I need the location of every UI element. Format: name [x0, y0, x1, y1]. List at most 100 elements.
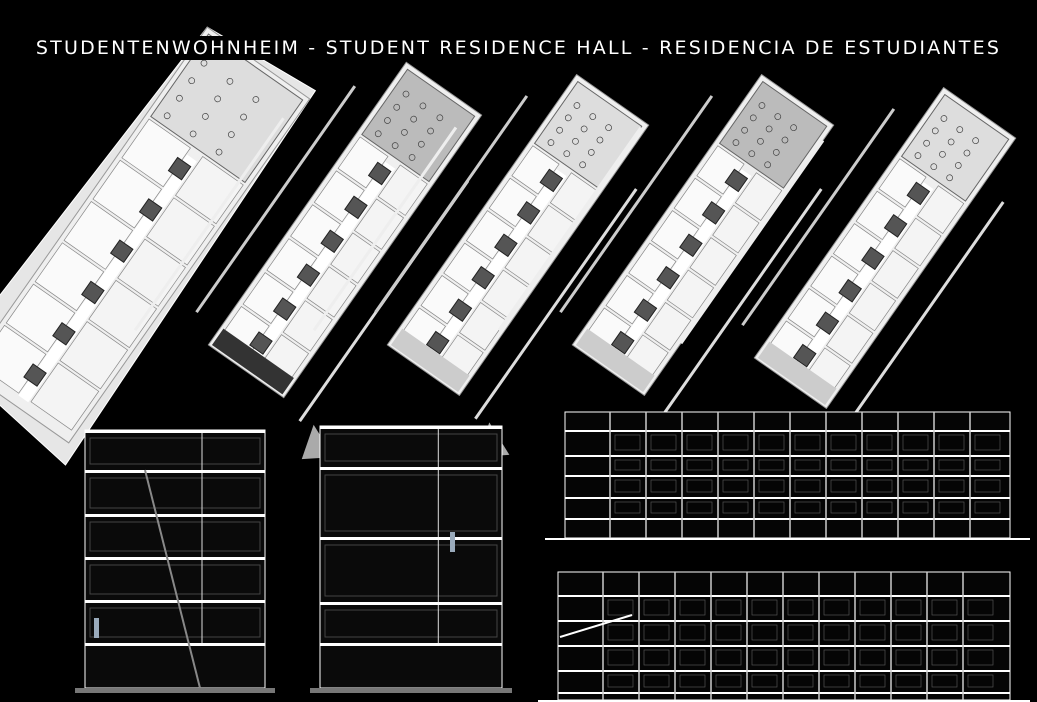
window [722, 434, 749, 451]
table [956, 126, 964, 133]
table [947, 138, 955, 146]
window [643, 624, 670, 641]
stair-core [656, 265, 681, 290]
room [282, 300, 333, 352]
table [384, 117, 391, 124]
entrance [757, 341, 837, 406]
floor-line [565, 430, 1010, 432]
window [614, 479, 641, 493]
window [866, 459, 893, 471]
room [330, 232, 381, 284]
window [686, 459, 713, 471]
window [859, 674, 886, 688]
window [787, 624, 814, 641]
floor-slab [320, 602, 502, 605]
section-long [538, 571, 1030, 702]
window [715, 624, 742, 641]
stair-core [815, 311, 840, 336]
window [679, 624, 706, 641]
room-section [324, 433, 498, 462]
ground-line [545, 538, 1030, 540]
floor-line [558, 620, 1010, 622]
ground-line [310, 688, 512, 693]
adjacent-building-line [679, 139, 825, 345]
floor-slab [320, 426, 502, 429]
stair-core [296, 263, 321, 288]
stair-core [249, 331, 273, 355]
window [830, 479, 857, 493]
table [556, 126, 563, 134]
window [614, 434, 641, 451]
window [902, 479, 929, 493]
room [644, 302, 692, 351]
floor-slab [85, 514, 265, 517]
site-line [559, 95, 714, 314]
room [59, 321, 129, 390]
window [715, 599, 742, 616]
stair-core [109, 239, 134, 264]
stair-core [539, 168, 564, 193]
window [722, 479, 749, 493]
window [967, 649, 994, 666]
floor-slab [85, 430, 265, 433]
table [240, 113, 247, 121]
table [573, 102, 581, 109]
table [227, 131, 235, 138]
window [758, 434, 785, 451]
floor-line [558, 595, 1010, 597]
table [596, 136, 604, 144]
window [931, 624, 958, 641]
table [393, 103, 401, 111]
floor-slab [85, 470, 265, 473]
window [758, 479, 785, 493]
stair-core [167, 156, 192, 181]
window [902, 434, 929, 451]
section-outline [319, 425, 503, 689]
stair-core [320, 229, 345, 254]
table [580, 125, 588, 133]
window [794, 501, 821, 514]
site-line [659, 188, 823, 420]
elevation-long [545, 411, 1030, 540]
window [686, 501, 713, 514]
room [377, 164, 428, 216]
table [202, 113, 209, 120]
window [823, 649, 850, 666]
table [741, 126, 748, 134]
room [175, 156, 244, 225]
site-line [195, 85, 357, 314]
table [564, 114, 572, 122]
room [689, 237, 737, 286]
table [427, 127, 434, 135]
window [607, 624, 634, 641]
ground-line [75, 688, 275, 693]
stair-core [701, 201, 726, 225]
window [722, 501, 749, 514]
stair-core [633, 298, 658, 323]
floor-line [558, 692, 1010, 694]
table [946, 174, 953, 182]
room-section [324, 474, 498, 532]
room [306, 266, 357, 318]
window [974, 459, 1001, 471]
section-b [310, 425, 512, 693]
room-section [89, 607, 261, 638]
window [715, 674, 742, 688]
table [749, 114, 757, 122]
room-section [89, 437, 261, 465]
floor-slab [85, 643, 265, 646]
window [866, 501, 893, 514]
entrance [390, 328, 470, 393]
floor-line [565, 455, 1010, 457]
stair-core [471, 265, 496, 290]
window [751, 674, 778, 688]
window [679, 674, 706, 688]
window [787, 649, 814, 666]
room [353, 198, 405, 250]
window [866, 479, 893, 493]
floor-slab [85, 600, 265, 603]
room [666, 269, 715, 319]
room [459, 302, 507, 351]
floor-plan-2 [312, 73, 650, 457]
stair-core [792, 343, 817, 368]
